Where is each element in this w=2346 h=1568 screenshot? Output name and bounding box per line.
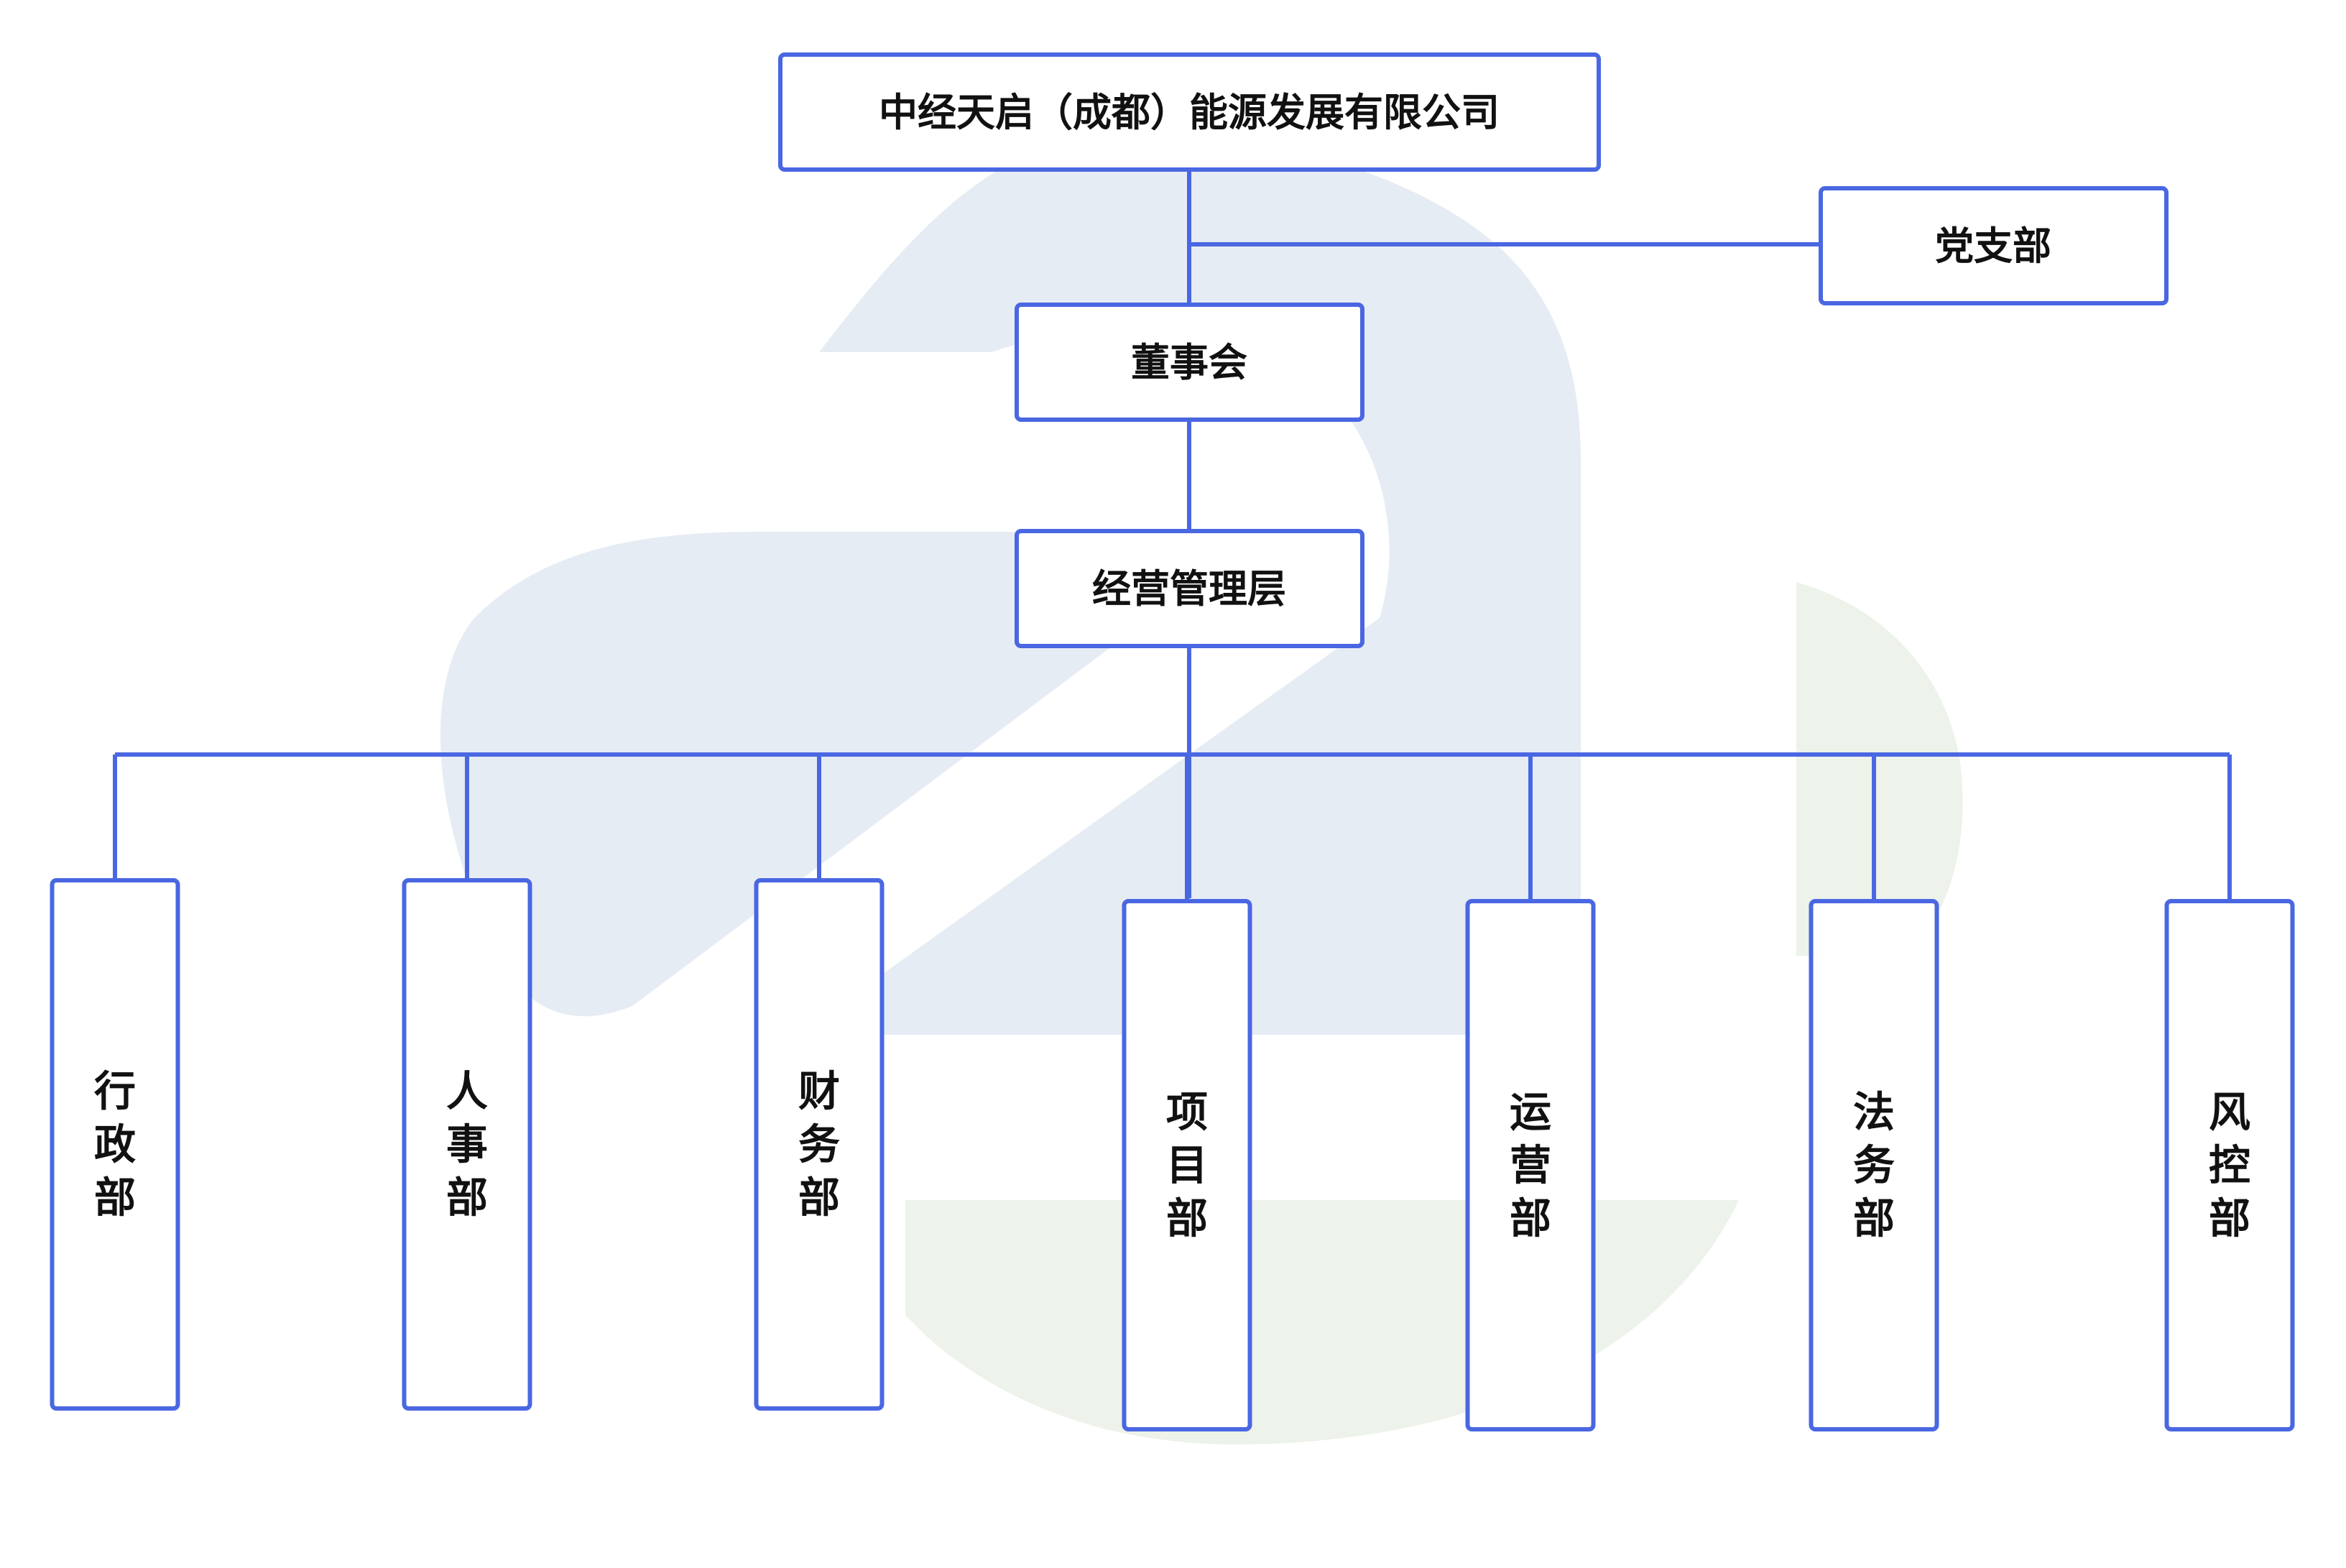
department-box-operations bbox=[1465, 899, 1596, 1431]
watermark-shape-blue-left bbox=[440, 532, 1265, 1017]
management-label: 经营管理层 bbox=[1092, 566, 1286, 612]
department-label-finance: 财务部 bbox=[798, 1067, 840, 1222]
department-node-project: 项目部 bbox=[1122, 899, 1252, 1431]
department-node-finance: 财务部 bbox=[754, 878, 885, 1411]
party-branch-label: 党支部 bbox=[1935, 223, 2051, 269]
department-label-operations: 运营部 bbox=[1510, 1088, 1551, 1243]
connectors bbox=[113, 170, 2232, 901]
department-box-legal bbox=[1809, 899, 1939, 1431]
board-label: 董事会 bbox=[1131, 339, 1247, 385]
management-node: 经营管理层 bbox=[1015, 529, 1364, 648]
party-branch-box bbox=[1819, 186, 2169, 305]
watermark-shape-green-right bbox=[1796, 582, 1963, 956]
department-nodes: 行政部 人事部 财务部 项目部 运营部 法务部 风控部 bbox=[50, 878, 2295, 1431]
department-connectors bbox=[113, 755, 2232, 901]
watermark-shape-blue-top bbox=[819, 134, 1581, 1036]
board-node: 董事会 bbox=[1015, 303, 1364, 422]
department-label-project: 项目部 bbox=[1166, 1088, 1208, 1243]
department-node-operations: 运营部 bbox=[1465, 899, 1596, 1431]
company-box bbox=[778, 52, 1601, 172]
company-name: 中经天启（成都）能源发展有限公司 bbox=[879, 89, 1500, 135]
department-box-hr bbox=[402, 878, 532, 1411]
department-box-finance bbox=[754, 878, 885, 1411]
department-label-risk: 风控部 bbox=[2209, 1088, 2250, 1243]
department-node-hr: 人事部 bbox=[402, 878, 532, 1411]
department-box-admin bbox=[50, 878, 180, 1411]
board-box bbox=[1015, 303, 1364, 422]
company-node: 中经天启（成都）能源发展有限公司 bbox=[778, 52, 1601, 172]
watermark-shape-green-bottom bbox=[905, 1200, 1739, 1444]
department-label-legal: 法务部 bbox=[1853, 1088, 1895, 1243]
department-node-admin: 行政部 bbox=[50, 878, 180, 1411]
department-label-admin: 行政部 bbox=[94, 1067, 136, 1222]
department-label-hr: 人事部 bbox=[446, 1067, 488, 1222]
party-branch-node: 党支部 bbox=[1819, 186, 2169, 305]
management-box bbox=[1015, 529, 1364, 648]
department-box-project bbox=[1122, 899, 1252, 1431]
department-node-risk: 风控部 bbox=[2164, 899, 2295, 1431]
department-node-legal: 法务部 bbox=[1809, 899, 1939, 1431]
department-box-risk bbox=[2164, 899, 2295, 1431]
